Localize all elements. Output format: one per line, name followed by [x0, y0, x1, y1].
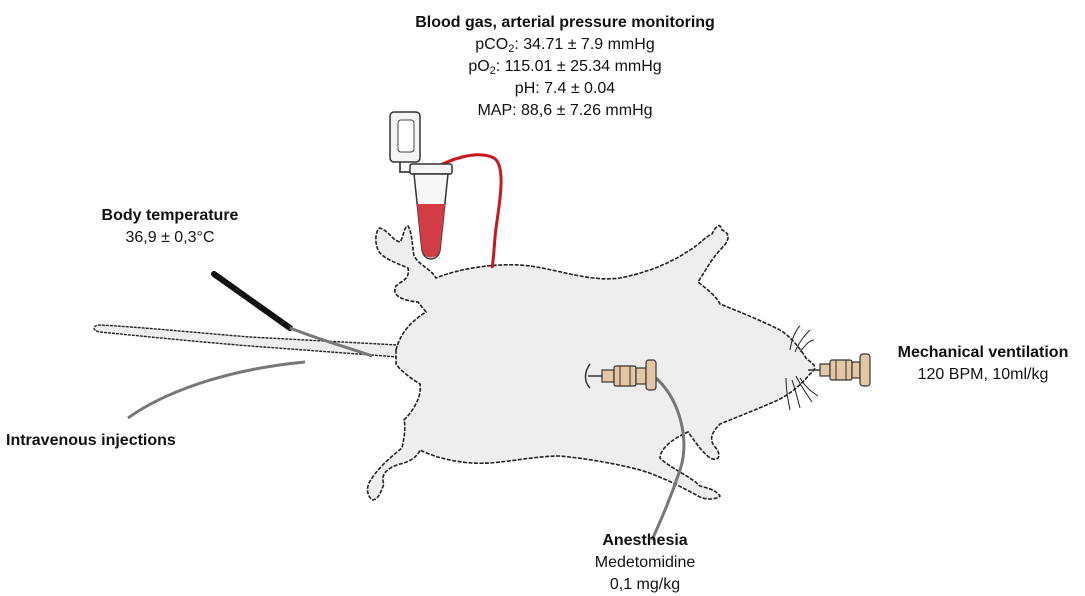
- po2-prefix: pO: [468, 58, 489, 75]
- po2-line: pO2: 115.01 ± 25.34 mmHg: [400, 56, 730, 78]
- mechanical-ventilation-label: Mechanical ventilation 120 BPM, 10ml/kg: [884, 342, 1082, 386]
- ph-line: pH: 7.4 ± 0.04: [400, 78, 730, 100]
- po2-value: : 115.01 ± 25.34 mmHg: [496, 58, 662, 75]
- body-temperature-label: Body temperature 36,9 ± 0,3°C: [90, 205, 250, 249]
- intravenous-title: Intravenous injections: [6, 430, 206, 452]
- anesthesia-title: Anesthesia: [570, 530, 720, 552]
- rat-body: [368, 226, 815, 500]
- temperature-probe-cable: [214, 274, 290, 328]
- blood-gas-label: Blood gas, arterial pressure monitoring …: [400, 12, 730, 122]
- anesthesia-label: Anesthesia Medetomidine 0,1 mg/kg: [570, 530, 720, 596]
- intravenous-line: [128, 362, 305, 418]
- ventilation-connector-icon: [808, 354, 870, 386]
- pco2-value: : 34.71 ± 7.9 mmHg: [514, 36, 654, 53]
- mechanical-ventilation-value: 120 BPM, 10ml/kg: [884, 364, 1082, 386]
- anesthesia-drug: Medetomidine: [570, 552, 720, 574]
- pco2-line: pCO2: 34.71 ± 7.9 mmHg: [400, 34, 730, 56]
- anesthesia-dose: 0,1 mg/kg: [570, 574, 720, 596]
- intravenous-label: Intravenous injections: [6, 430, 206, 452]
- rat-tail: [94, 325, 398, 357]
- pco2-prefix: pCO: [475, 36, 508, 53]
- map-line: MAP: 88,6 ± 7.26 mmHg: [400, 100, 730, 122]
- blood-gas-title: Blood gas, arterial pressure monitoring: [400, 12, 730, 34]
- mechanical-ventilation-title: Mechanical ventilation: [884, 342, 1082, 364]
- body-temperature-title: Body temperature: [90, 205, 250, 227]
- eppendorf-tube-icon: [390, 112, 452, 259]
- body-temperature-value: 36,9 ± 0,3°C: [90, 227, 250, 249]
